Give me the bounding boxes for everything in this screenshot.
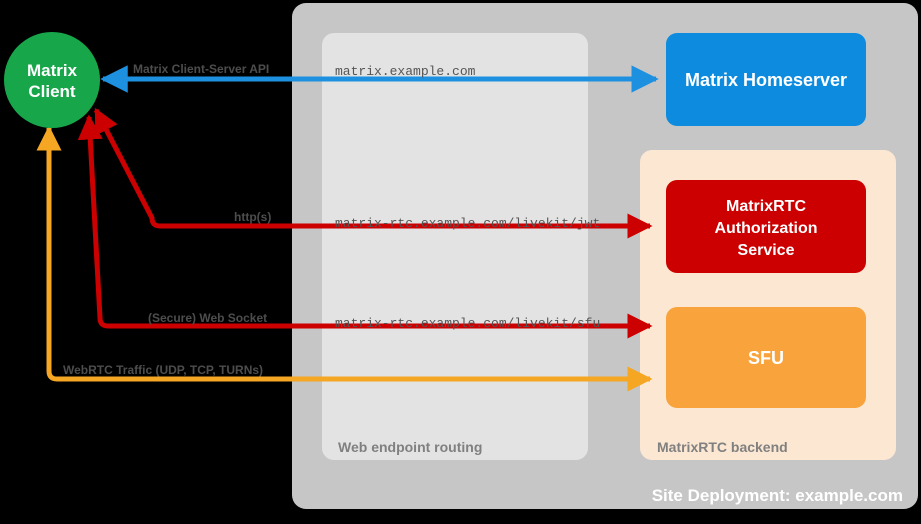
client-server-api-label: Matrix Client-Server API — [133, 62, 269, 76]
node-matrix-homeserver[interactable]: Matrix Homeserver — [666, 33, 866, 126]
matrix-client-circle[interactable] — [4, 32, 100, 128]
edge-jwt-https: http(s) matrix-rtc.example.com/livekit/j… — [93, 107, 653, 239]
matrixrtc-authorization-service-box[interactable] — [666, 180, 866, 273]
web-endpoint-routing-box — [322, 33, 588, 460]
sfu-websocket-label: (Secure) Web Socket — [148, 311, 267, 325]
webrtc-traffic-label: WebRTC Traffic (UDP, TCP, TURNs) — [63, 363, 263, 377]
node-matrix-client[interactable]: Matrix Client — [4, 32, 100, 128]
node-matrixrtc-authorization-service[interactable]: MatrixRTC Authorization Service — [666, 180, 866, 273]
matrix-client-label-line2: Client — [28, 82, 76, 101]
client-server-api-url: matrix.example.com — [335, 64, 476, 79]
site-deployment-label: Site Deployment: example.com — [652, 486, 903, 505]
edge-webrtc-traffic: WebRTC Traffic (UDP, TCP, TURNs) — [36, 125, 653, 392]
container-web-endpoint-routing: Web endpoint routing — [322, 33, 588, 460]
matrixrtc-authorization-service-label-line2: Authorization — [714, 220, 817, 237]
jwt-https-url: matrix-rtc.example.com/livekit/jwt — [335, 216, 600, 231]
matrixrtc-backend-label: MatrixRTC backend — [657, 439, 788, 455]
sfu-websocket-path — [77, 114, 653, 339]
matrix-homeserver-label: Matrix Homeserver — [685, 70, 847, 90]
edge-client-server-api: Matrix Client-Server API matrix.example.… — [100, 62, 659, 93]
matrix-client-label-line1: Matrix — [27, 61, 78, 80]
jwt-https-path — [93, 107, 653, 239]
webrtc-traffic-path — [36, 125, 653, 392]
matrix-homeserver-box[interactable] — [666, 33, 866, 126]
jwt-https-label: http(s) — [234, 210, 271, 224]
sfu-box[interactable] — [666, 307, 866, 408]
edge-sfu-websocket: (Secure) Web Socket matrix-rtc.example.c… — [77, 114, 653, 339]
sfu-websocket-url: matrix-rtc.example.com/livekit/sfu — [335, 316, 600, 331]
node-sfu[interactable]: SFU — [666, 307, 866, 408]
sfu-label: SFU — [748, 348, 784, 368]
matrixrtc-authorization-service-label-line3: Service — [738, 242, 795, 259]
web-endpoint-routing-label: Web endpoint routing — [338, 439, 482, 455]
matrixrtc-authorization-service-label-line1: MatrixRTC — [726, 198, 806, 215]
